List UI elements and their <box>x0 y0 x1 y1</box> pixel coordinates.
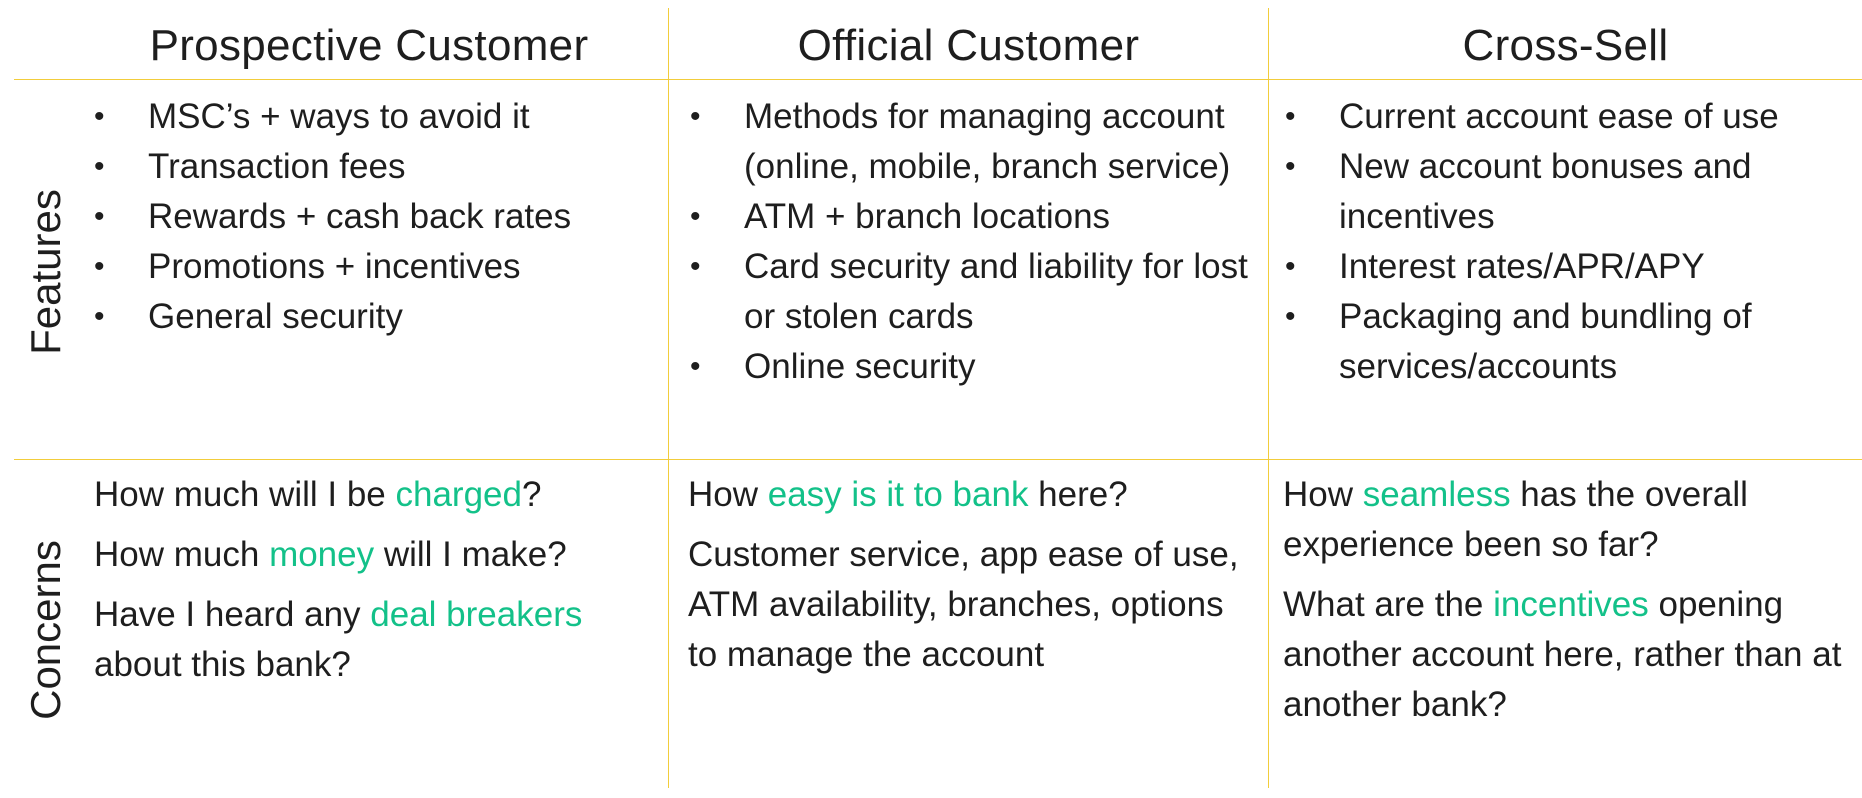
highlight-text: money <box>269 535 375 574</box>
list-item: Current account ease of use <box>1283 92 1853 142</box>
concern-question: How much will I be charged? <box>94 475 542 514</box>
concern-question: How much money will I make? <box>94 535 567 574</box>
concern-question: What are the incentives opening another … <box>1283 585 1842 724</box>
highlight-text: seamless <box>1362 475 1511 514</box>
divider-col-2 <box>1268 8 1269 788</box>
list-item: Transaction fees <box>92 142 662 192</box>
list-item: Packaging and bundling of services/accou… <box>1283 292 1853 392</box>
concern-question: How seamless has the overall experience … <box>1283 475 1748 564</box>
concerns-official-cell: How easy is it to bank here? Customer se… <box>688 470 1248 690</box>
concern-question: Have I heard any deal breakers about thi… <box>94 595 583 684</box>
highlight-text: deal breakers <box>370 595 583 634</box>
highlight-text: charged <box>395 475 522 514</box>
concern-question: How easy is it to bank here? <box>688 475 1128 514</box>
list-item: ATM + branch locations <box>688 192 1248 242</box>
header-official-customer: Official Customer <box>797 21 1140 70</box>
highlight-text: incentives <box>1493 585 1649 624</box>
row-label-concerns: Concerns <box>22 540 69 720</box>
list-item: Rewards + cash back rates <box>92 192 662 242</box>
divider-header <box>14 79 1862 80</box>
header-cross-sell: Cross-Sell <box>1462 21 1669 70</box>
list-item: MSC’s + ways to avoid it <box>92 92 662 142</box>
header-prospective-customer: Prospective Customer <box>149 21 589 70</box>
divider-rows <box>14 459 1862 460</box>
divider-col-1 <box>668 8 669 788</box>
list-item: Card security and liability for lost or … <box>688 242 1248 342</box>
concern-text: Customer service, app ease of use, ATM a… <box>688 535 1239 674</box>
list-item: General security <box>92 292 662 342</box>
list-item: New account bonuses and incentives <box>1283 142 1853 242</box>
features-official-cell: Methods for managing account (online, mo… <box>688 92 1248 392</box>
concerns-cross-sell-cell: How seamless has the overall experience … <box>1283 470 1853 740</box>
features-cross-sell-cell: Current account ease of use New account … <box>1283 92 1853 392</box>
list-item: Online security <box>688 342 1248 392</box>
highlight-text: easy is it to bank <box>767 475 1029 514</box>
list-item: Promotions + incentives <box>92 242 662 292</box>
row-label-features: Features <box>22 189 69 355</box>
list-item: Interest rates/APR/APY <box>1283 242 1853 292</box>
features-prospective-cell: MSC’s + ways to avoid it Transaction fee… <box>92 92 662 342</box>
concerns-prospective-cell: How much will I be charged? How much mon… <box>94 470 664 700</box>
list-item: Methods for managing account (online, mo… <box>688 92 1248 192</box>
